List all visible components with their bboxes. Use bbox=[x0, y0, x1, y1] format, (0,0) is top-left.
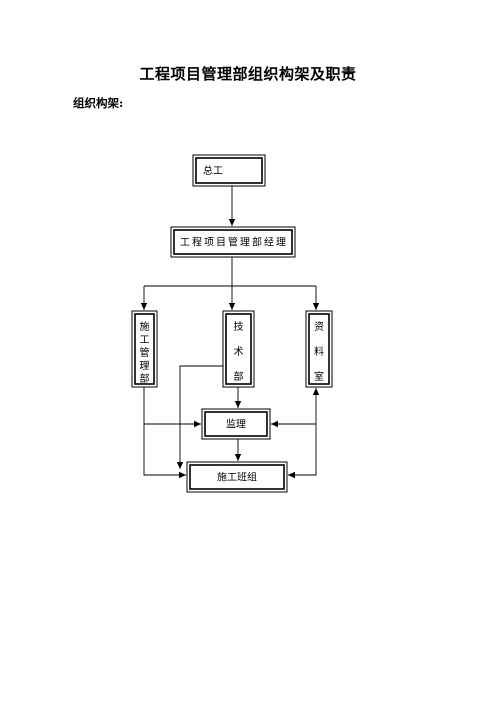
node-materials-room-char: 资 bbox=[314, 321, 324, 333]
node-construction-mgmt-char: 施 bbox=[140, 320, 150, 333]
connectors bbox=[140, 186, 320, 479]
node-materials-room: 资 料 室 bbox=[305, 310, 333, 388]
node-technical-dept-char: 技 bbox=[234, 320, 244, 333]
node-construction-team-label: 施工班组 bbox=[217, 471, 257, 484]
node-chief-engineer-label: 总工 bbox=[203, 164, 223, 177]
node-construction-mgmt-char: 部 bbox=[140, 372, 150, 385]
document-title: 工程项目管理部组织构架及职责 bbox=[139, 65, 357, 83]
node-materials-room-char: 料 bbox=[314, 345, 324, 358]
connector-technical-to-team bbox=[176, 365, 223, 469]
node-technical-dept-char: 术 bbox=[234, 346, 244, 358]
node-materials-room-char: 室 bbox=[314, 370, 324, 383]
node-construction-team: 施工班组 bbox=[186, 461, 288, 493]
node-construction-mgmt: 施 工 管 理 部 bbox=[131, 310, 158, 388]
section-label: 组织构架: bbox=[73, 96, 124, 110]
node-supervision: 监理 bbox=[201, 408, 271, 440]
node-supervision-label: 监理 bbox=[226, 418, 246, 431]
node-chief-engineer: 总工 bbox=[192, 154, 266, 187]
node-construction-mgmt-char: 工 bbox=[140, 335, 150, 346]
node-construction-mgmt-char: 理 bbox=[140, 360, 150, 372]
node-technical-dept: 技 术 部 bbox=[222, 310, 255, 388]
node-project-manager-label: 工程项目管理部经理 bbox=[180, 236, 286, 249]
node-construction-mgmt-char: 管 bbox=[140, 346, 150, 359]
node-project-manager: 工程项目管理部经理 bbox=[170, 226, 296, 258]
connector-construction-to-supervision bbox=[143, 387, 201, 428]
connector-materials-to-team bbox=[288, 424, 317, 479]
node-technical-dept-char: 部 bbox=[234, 370, 244, 383]
connector-construction-to-team bbox=[143, 424, 186, 479]
